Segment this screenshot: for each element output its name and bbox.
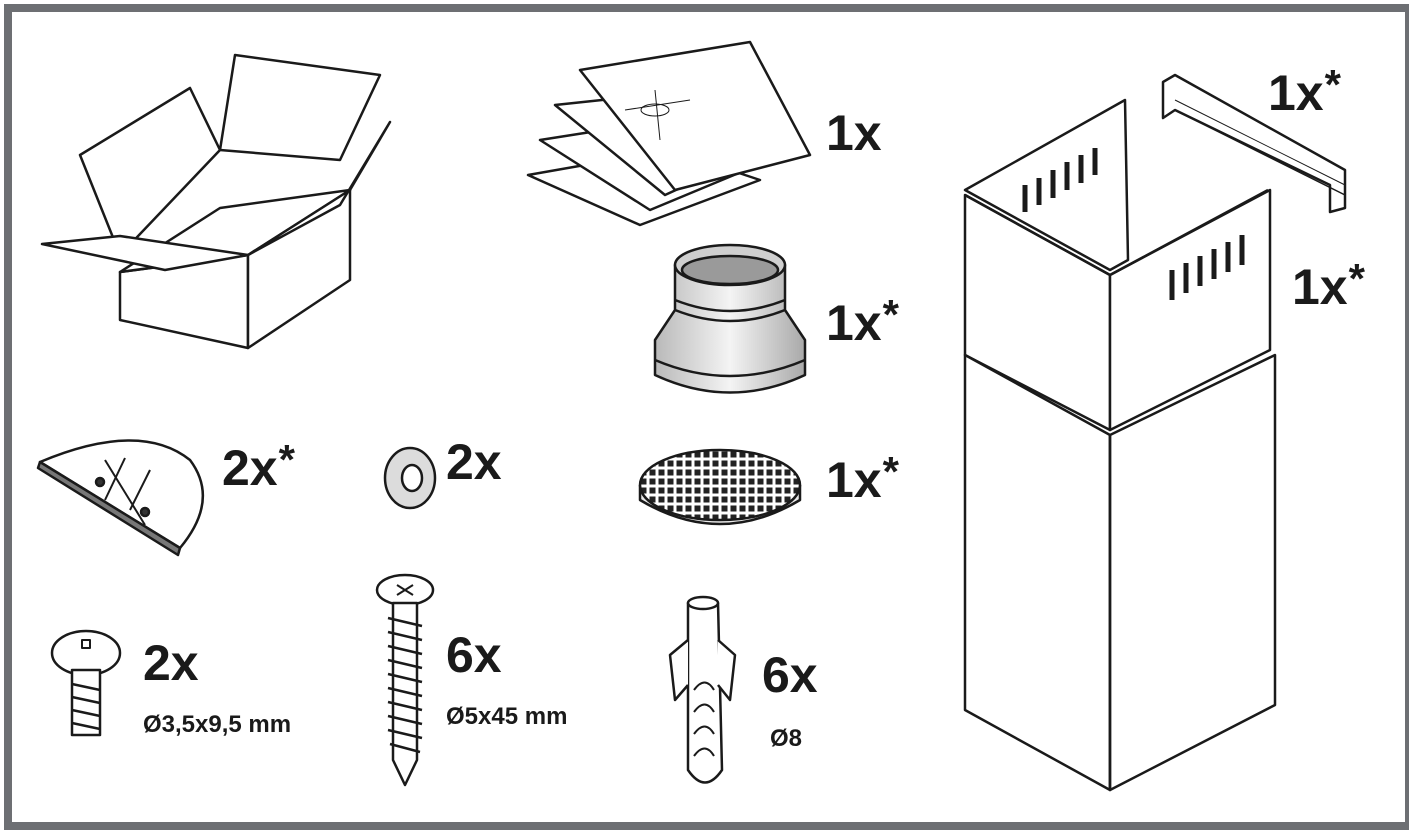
screw-icon xyxy=(50,629,122,737)
chimney-qty: 1x* xyxy=(1292,258,1365,315)
chimney-qty-note: * xyxy=(1348,255,1365,302)
filter-qty-note: * xyxy=(882,448,899,495)
filter-qty-value: 1x xyxy=(826,452,882,508)
reducer-qty-note: * xyxy=(882,291,899,338)
chimney-qty-value: 1x xyxy=(1292,259,1348,315)
wall-plug-spec: Ø8 xyxy=(770,725,803,752)
halfdisc-qty: 2x* xyxy=(222,439,295,496)
washer-icon xyxy=(383,446,437,510)
long-screw-qty: 6x xyxy=(446,630,502,680)
wall-plug-qty-value: 6x xyxy=(762,647,818,703)
bracket-qty: 1x* xyxy=(1268,64,1341,121)
bracket-icon xyxy=(1161,73,1347,214)
manual-qty-value: 1x xyxy=(826,105,882,161)
reducer-qty-value: 1x xyxy=(826,295,882,351)
long-screw-spec: Ø5x45 mm xyxy=(446,703,568,730)
halfdisc-qty-note: * xyxy=(278,436,295,483)
chimney-icon xyxy=(963,98,1277,792)
small-screw-qty-value: 2x xyxy=(143,635,199,691)
small-screw-qty: 2x xyxy=(143,638,199,688)
bracket-qty-note: * xyxy=(1324,61,1341,108)
filter-icon xyxy=(638,448,802,526)
long-screw-icon xyxy=(375,573,435,787)
reducer-qty: 1x* xyxy=(826,294,899,351)
manual-qty: 1x xyxy=(826,108,883,158)
wall-plug-qty: 6x xyxy=(762,650,818,700)
halfdisc-icon xyxy=(36,439,205,557)
wall-plug-icon xyxy=(668,595,737,784)
box-icon xyxy=(40,53,392,350)
halfdisc-qty-value: 2x xyxy=(222,440,278,496)
manual-icon xyxy=(526,40,812,227)
small-screw-spec: Ø3,5x9,5 mm xyxy=(143,711,292,738)
reducer-icon xyxy=(653,243,807,394)
long-screw-qty-value: 6x xyxy=(446,627,502,683)
washer-qty: 2x xyxy=(446,437,502,487)
bracket-qty-value: 1x xyxy=(1268,65,1324,121)
filter-qty: 1x* xyxy=(826,451,899,508)
washer-qty-value: 2x xyxy=(446,434,502,490)
